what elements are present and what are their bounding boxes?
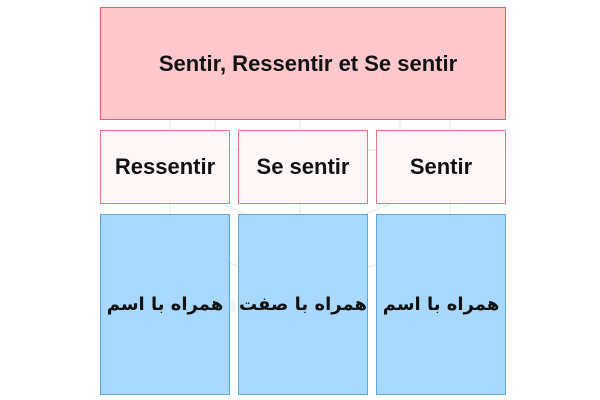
usage-box-sentir: همراه با اسم xyxy=(376,214,506,395)
verb-header-se-sentir: Se sentir xyxy=(238,130,368,204)
verb-header-ressentir: Ressentir xyxy=(100,130,230,204)
verb-header-sentir: Sentir xyxy=(376,130,506,204)
usage-box-ressentir: همراه با اسم xyxy=(100,214,230,395)
verb-label: Ressentir xyxy=(114,154,216,179)
verb-label: Sentir xyxy=(409,154,473,179)
usage-box-se-sentir: همراه با صفت xyxy=(238,214,368,395)
diagram-title: Sentir, Ressentir et Se sentir xyxy=(100,7,506,120)
verb-label: Se sentir xyxy=(256,154,350,179)
usage-label: همراه با اسم xyxy=(106,294,224,315)
usage-label: همراه با اسم xyxy=(382,294,500,315)
diagram-title-text: Sentir, Ressentir et Se sentir xyxy=(158,50,458,76)
usage-label: همراه با صفت xyxy=(239,294,367,315)
